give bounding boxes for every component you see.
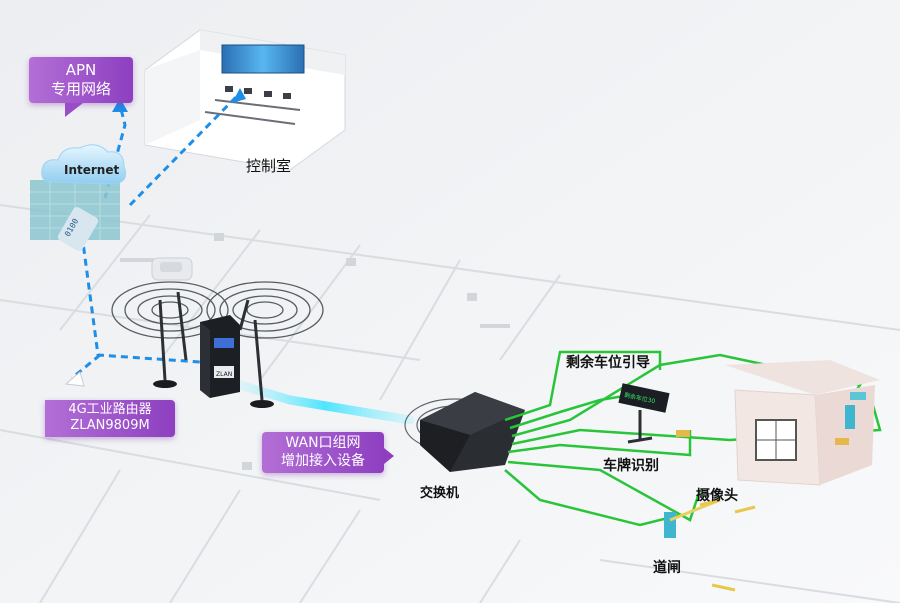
wan-callout-line2: 增加接入设备 [281,452,365,469]
camera-icon [676,392,866,445]
plate-recognition-label: 车牌识别 [603,458,659,474]
svg-text:ZLAN: ZLAN [216,371,232,378]
guard-booth-icon [725,360,880,486]
router-callout-line1: 4G工业路由器 [68,402,152,417]
firewall-icon: 0100 [30,180,120,251]
camera-label: 摄像头 [696,488,738,504]
arrow-left [64,371,85,387]
guidance-sign-icon: 剩余车位30 [618,383,670,444]
router-callout-line2: ZLAN9809M [70,418,150,434]
cloud-icon [41,144,127,185]
router-callout: 4G工业路由器 ZLAN9809M [45,400,175,437]
barrier-gate-label: 道闸 [653,560,681,576]
wifi-waves-icon [111,281,324,339]
router-icon: ZLAN [153,291,274,408]
video-wall-icon [221,44,305,74]
apn-callout-line2: 专用网络 [50,79,111,98]
wan-glow-link [235,380,415,425]
parking-markers [120,233,510,470]
parked-car [151,257,193,281]
control-room-label: 控制室 [246,157,292,175]
apn-network-callout: APN 专用网络 [29,57,133,116]
ethernet-links [504,350,882,527]
arrow-to-control-room [232,88,246,103]
switch-icon [420,392,525,472]
parking-guidance-label: 剩余车位引导 [566,355,650,371]
wan-callout-line1: WAN口组网 [285,435,361,451]
internet-label: Internet [64,163,119,177]
arrow-up-apn [112,98,128,112]
wan-callout: WAN口组网 增加接入设备 [262,432,394,473]
apn-callout-line1: APN [65,61,97,79]
road-markings [699,498,756,592]
control-room [144,29,346,171]
switch-label: 交换机 [420,486,460,501]
